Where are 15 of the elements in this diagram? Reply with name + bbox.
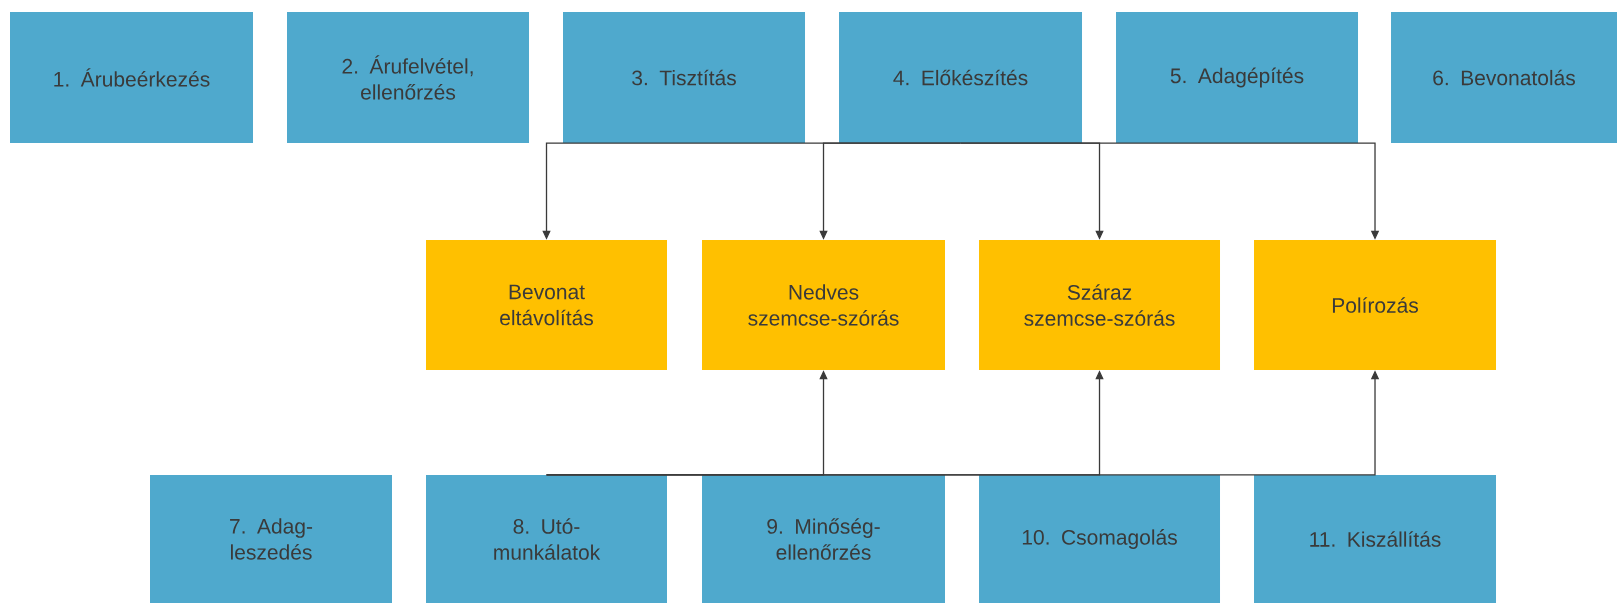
process-box: 3. Tisztítás — [563, 12, 805, 143]
process-box: 1. Árubeérkezés — [10, 12, 253, 143]
process-box: 9. Minőség-ellenőrzés — [702, 475, 945, 603]
process-box: 11. Kiszállítás — [1254, 475, 1496, 603]
process-box: 2. Árufelvétel, ellenőrzés — [287, 12, 529, 143]
process-box: 4. Előkészítés — [839, 12, 1082, 143]
process-box: 7. Adag-leszedés — [150, 475, 392, 603]
method-box: Nedves szemcse-szórás — [702, 240, 945, 370]
method-box: Polírozás — [1254, 240, 1496, 370]
process-box: 8. Utó-munkálatok — [426, 475, 667, 603]
method-box: Bevonat eltávolítás — [426, 240, 667, 370]
process-box: 5. Adagépítés — [1116, 12, 1358, 143]
process-box: 6. Bevonatolás — [1391, 12, 1617, 143]
process-box: 10. Csomagolás — [979, 475, 1220, 603]
method-box: Száraz szemcse-szórás — [979, 240, 1220, 370]
